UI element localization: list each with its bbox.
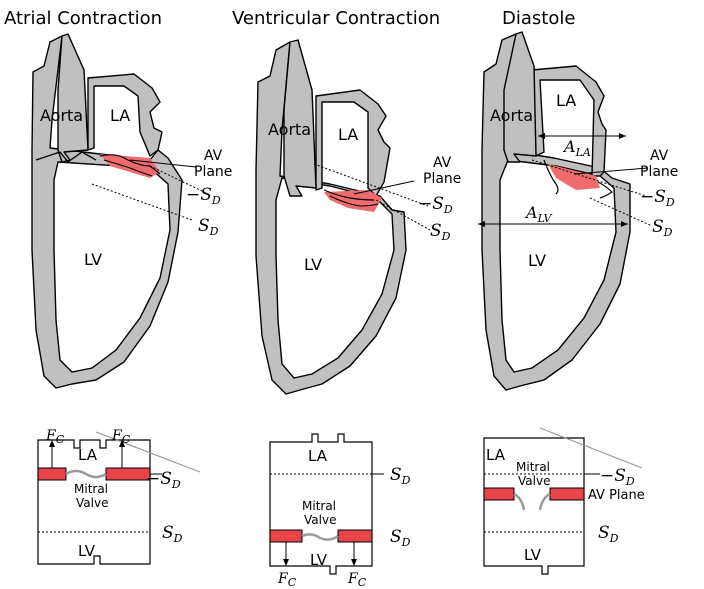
label-plane-3: Plane [640,164,678,180]
label-av-plane-inline: AV Plane [588,488,645,503]
label-sd-b3: SD [598,523,619,545]
left-atrium-wall [315,89,391,197]
title-ventricular-contraction: Ventricular Contraction [232,8,440,29]
heart-panel-diastole [478,31,653,391]
label-fc-left: FC [277,571,297,589]
label-sd-2: SD [430,221,451,243]
label-sd-b2: SD [390,527,411,549]
label-la: LA [486,446,506,464]
label-valve: Valve [304,513,336,527]
label-av-1: AV [204,148,223,164]
aorta-wall [57,33,89,163]
label-lv: LV [524,546,542,564]
label-neg-sd-b3: −SD [600,466,635,488]
title-diastole: Diastole [502,8,575,29]
svg-text:SD: SD [390,465,411,487]
svg-text:−SD: −SD [146,469,181,491]
svg-text:SD: SD [430,221,451,243]
label-fc-left: FC [45,428,65,446]
svg-text:SD: SD [598,523,619,545]
svg-text:FC: FC [111,428,131,446]
label-lv: LV [304,255,322,274]
valve-left [37,467,67,481]
label-aorta: Aorta [490,106,533,125]
label-la: LA [110,106,130,125]
label-fc-right: FC [111,428,131,446]
label-plane-1: Plane [194,164,232,180]
svg-text:SD: SD [652,217,673,239]
svg-text:SD: SD [390,527,411,549]
left-atrium-wall [87,73,163,157]
title-atrial-contraction: Atrial Contraction [4,8,162,29]
av-plane-highlight [100,154,160,178]
label-sd-b1: SD [162,523,183,545]
label-sd-1: SD [198,216,219,238]
svg-text:ALV: ALV [524,203,553,225]
heart-panel-atrial [31,33,207,389]
svg-text:ALA: ALA [562,137,591,159]
label-mitral: Mitral [74,482,108,496]
label-fc-right: FC [347,571,367,589]
heart-panel-ventricular [255,39,431,395]
schematic-diastole [483,427,643,575]
label-mitral: Mitral [302,499,336,513]
valve-right [337,529,373,543]
schematic-ventricular [269,433,384,575]
label-valve: Valve [518,474,550,488]
label-lv: LV [84,250,102,269]
label-lv: LV [310,551,328,569]
label-plane-2: Plane [423,171,461,187]
label-mitral: Mitral [516,460,550,474]
aorta-wall [283,39,317,197]
label-neg-sd-3: −SD [640,187,675,209]
schematic-atrial [37,431,201,565]
svg-text:−SD: −SD [418,194,453,216]
mitral-valve-leaflet [301,533,339,541]
label-la: LA [78,446,98,464]
label-a-lv: ALV [524,203,553,225]
svg-text:FC: FC [347,571,367,589]
label-av-3: AV [650,148,669,164]
svg-text:−SD: −SD [600,466,635,488]
label-valve: Valve [76,496,108,510]
label-lv: LV [528,251,546,270]
left-atrium-wall [531,65,607,177]
label-aorta: Aorta [268,120,311,139]
svg-text:FC: FC [277,571,297,589]
svg-text:FC: FC [45,428,65,446]
label-av-2: AV [433,155,452,171]
label-neg-sd-1: −SD [186,185,221,207]
av-plane-highlight [548,164,600,190]
mitral-leaflet-left [513,492,526,511]
valve-right [549,487,585,501]
mitral-leaflet-right [538,492,551,511]
valve-left [269,529,303,543]
mitral-valve-leaflet [65,469,107,479]
label-sd-3: SD [652,217,673,239]
svg-text:SD: SD [198,216,219,238]
label-a-la: ALA [562,137,591,159]
label-sd-b2-top: SD [390,465,411,487]
label-la: LA [556,91,576,110]
aorta-wall [503,31,537,163]
label-neg-sd-2: −SD [418,194,453,216]
svg-text:−SD: −SD [186,185,221,207]
label-la: LA [338,125,358,144]
label-la: LA [308,447,328,465]
valve-left [483,487,515,501]
valve-right [105,467,151,481]
label-neg-sd-b1: −SD [146,469,181,491]
label-lv: LV [78,542,96,560]
svg-text:−SD: −SD [640,187,675,209]
svg-text:SD: SD [162,523,183,545]
label-aorta: Aorta [40,106,83,125]
